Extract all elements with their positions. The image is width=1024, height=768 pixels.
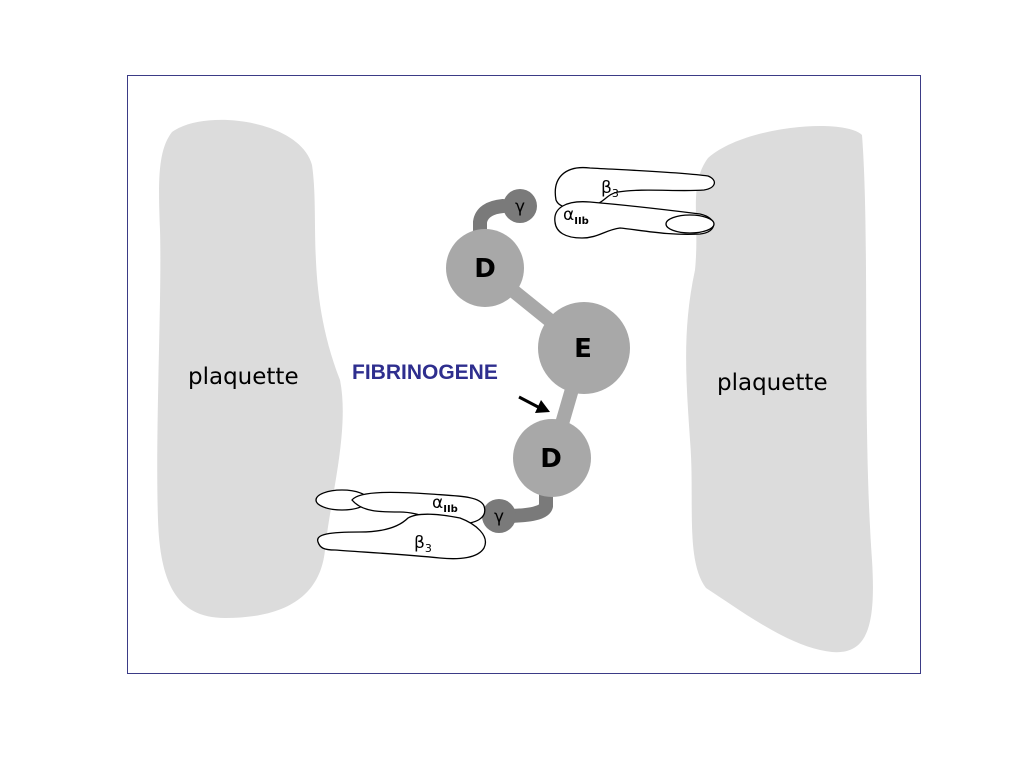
- left-platelet-label: plaquette: [188, 364, 299, 390]
- gamma-node-upper: [503, 189, 537, 223]
- alpha-symbol-lower: α: [432, 493, 443, 513]
- alpha-iib-head-upper: [665, 214, 715, 234]
- fibrinogen-molecule: E D D γ γ: [446, 189, 630, 533]
- fibrinogen-label: FIBRINOGENE: [352, 361, 498, 384]
- right-platelet: [686, 126, 873, 653]
- beta3-label-lower: β3: [414, 533, 432, 555]
- gamma-node-lower: [482, 499, 516, 533]
- d-domain-upper: [446, 229, 524, 307]
- gamma-arm-upper: [473, 199, 510, 251]
- beta3-subscript-upper: 3: [612, 187, 619, 200]
- d-domain-upper-label: D: [474, 254, 496, 284]
- alpha-subscript-upper: IIb: [574, 216, 589, 227]
- d-domain-lower: [513, 419, 591, 497]
- beta3-subunit-lower: [317, 513, 486, 560]
- gamma-lower-label: γ: [494, 507, 504, 527]
- alpha-iib-label-lower: αIIb: [432, 493, 458, 515]
- integrin-receptor-lower: [315, 489, 486, 560]
- pointer-arrow: [518, 395, 550, 413]
- gamma-upper-label: γ: [515, 197, 525, 217]
- alpha-symbol-upper: α: [563, 205, 574, 225]
- left-platelet: [157, 119, 343, 618]
- beta3-label-upper: β3: [601, 178, 619, 200]
- beta3-symbol-upper: β: [601, 178, 612, 198]
- d-domain-lower-label: D: [540, 444, 562, 474]
- alpha-subscript-lower: IIb: [443, 504, 458, 515]
- beta3-subscript-lower: 3: [425, 542, 432, 555]
- integrin-receptor-upper: [554, 166, 715, 239]
- beta3-symbol-lower: β: [414, 533, 425, 553]
- right-platelet-label: plaquette: [717, 370, 828, 396]
- alpha-iib-label-upper: αIIb: [563, 205, 589, 227]
- e-domain: [538, 302, 630, 394]
- e-domain-label: E: [574, 334, 592, 364]
